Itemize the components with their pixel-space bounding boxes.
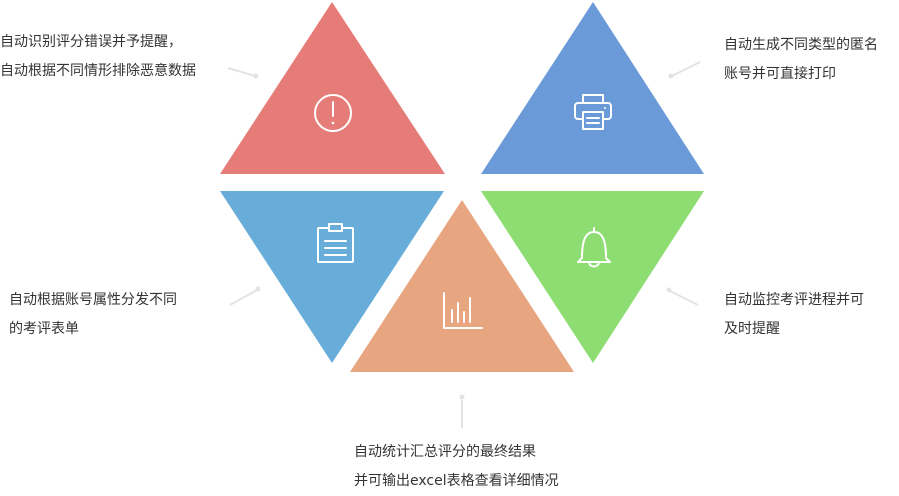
connector-form: [229, 286, 261, 306]
label-result-statistics: 自动统计汇总评分的最终结果 并可输出excel表格查看详细情况: [354, 438, 559, 496]
printer-icon: [574, 94, 612, 130]
bell-icon: [577, 227, 611, 268]
exclamation-circle-icon: [314, 94, 352, 132]
label-anonymous-accounts: 自动生成不同类型的匿名 账号并可直接打印: [724, 31, 878, 89]
triangle-sky: [220, 191, 444, 363]
triangle-orange: [350, 200, 574, 372]
triangle-blue: [481, 2, 704, 174]
label-stats-line1: 自动统计汇总评分的最终结果: [354, 444, 536, 460]
label-form-distribution: 自动根据账号属性分发不同 的考评表单: [9, 286, 177, 344]
label-form-line1: 自动根据账号属性分发不同: [9, 292, 177, 308]
label-stats-line2: 并可输出excel表格查看详细情况: [354, 473, 559, 489]
connector-monitor: [666, 287, 699, 306]
connector-print: [668, 61, 701, 79]
triangle-green: [481, 191, 704, 363]
triangle-red: [220, 2, 445, 174]
connector-error: [227, 67, 259, 79]
label-print-line2: 账号并可直接打印: [724, 66, 836, 82]
label-monitor-line2: 及时提醒: [724, 321, 780, 337]
bar-chart-icon: [443, 292, 483, 329]
label-error-detection: 自动识别评分错误并予提醒， 自动根据不同情形排除恶意数据: [0, 28, 196, 86]
label-form-line2: 的考评表单: [9, 321, 79, 337]
label-progress-monitoring: 自动监控考评进程并可 及时提醒: [724, 286, 864, 344]
label-monitor-line1: 自动监控考评进程并可: [724, 292, 864, 308]
label-print-line1: 自动生成不同类型的匿名: [724, 37, 878, 53]
connector-stats: [459, 394, 465, 428]
clipboard-icon: [317, 223, 354, 263]
label-error-line2: 自动根据不同情形排除恶意数据: [0, 63, 196, 79]
label-error-line1: 自动识别评分错误并予提醒，: [0, 34, 182, 50]
